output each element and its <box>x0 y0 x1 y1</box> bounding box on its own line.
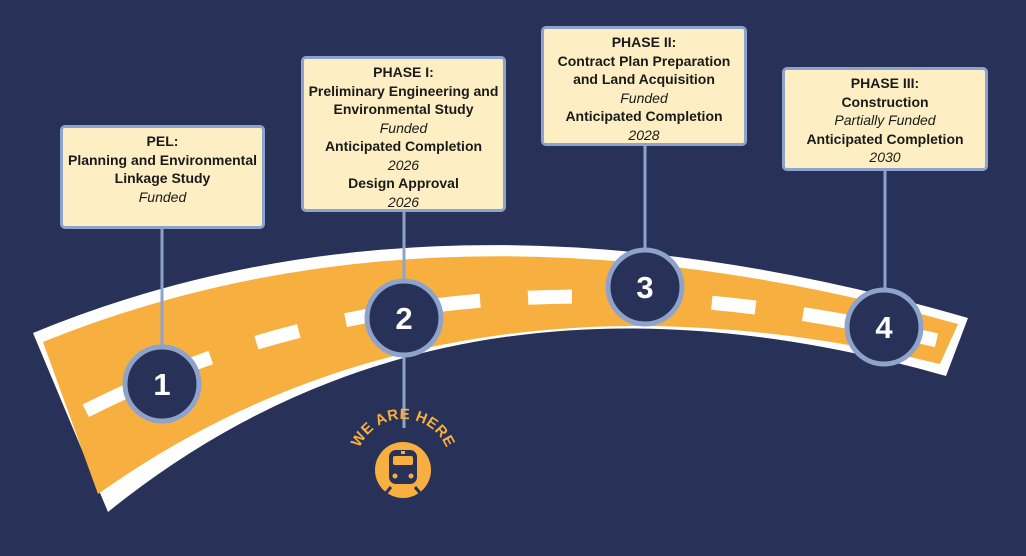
phase-3-line-2: Contract Plan Preparation <box>557 52 731 69</box>
phase-3-line-6: 2028 <box>628 126 660 143</box>
phase-1-line-3: Linkage Study <box>114 170 211 186</box>
phase-2-line-1: PHASE I: <box>373 64 434 80</box>
train-icon <box>384 450 422 494</box>
phase-box-phase-2: PHASE II: Contract Plan Preparation and La… <box>541 26 747 146</box>
phase-3-line-3: and Land Acquisition <box>573 71 715 87</box>
phase-3-line-5: Anticipated Completion <box>565 108 723 124</box>
marker-3-label: 3 <box>636 270 653 305</box>
phase-4-line-1: PHASE III: <box>850 75 920 91</box>
phase-2-line-2: Preliminary Engineering and <box>308 82 499 99</box>
phase-1-line-2: Planning and Environmental <box>67 151 258 168</box>
phase-2-line-4: Funded <box>379 119 428 136</box>
road-surface <box>43 256 958 494</box>
phase-1-line-4: Funded <box>138 188 187 205</box>
marker-2-label: 2 <box>395 301 412 336</box>
phase-2-line-8: 2026 <box>387 193 420 210</box>
marker-3: 3 <box>605 247 685 327</box>
phase-4-line-2: Construction <box>841 93 929 110</box>
phase-3-line-1: PHASE II: <box>611 34 677 50</box>
phase-2-line-3: Environmental Study <box>333 101 474 117</box>
we-are-here-badge: WE ARE HERE <box>348 406 458 498</box>
marker-2: 2 <box>364 278 444 358</box>
phase-4-line-3: Partially Funded <box>834 112 936 128</box>
marker-1: 1 <box>122 344 202 424</box>
marker-1-label: 1 <box>153 367 170 402</box>
phase-2-line-6: 2026 <box>387 156 420 173</box>
marker-4: 4 <box>844 287 924 367</box>
phase-2-line-5: Anticipated Completion <box>324 138 483 154</box>
marker-4-label: 4 <box>875 310 893 345</box>
phase-2-line-7: Design Approval <box>348 175 459 191</box>
phase-3-line-4: Funded <box>620 89 668 106</box>
phase-4-line-5: 2030 <box>869 149 901 165</box>
phase-4-line-4: Anticipated Completion <box>806 130 964 147</box>
phase-1-line-1: PEL: <box>146 133 179 149</box>
